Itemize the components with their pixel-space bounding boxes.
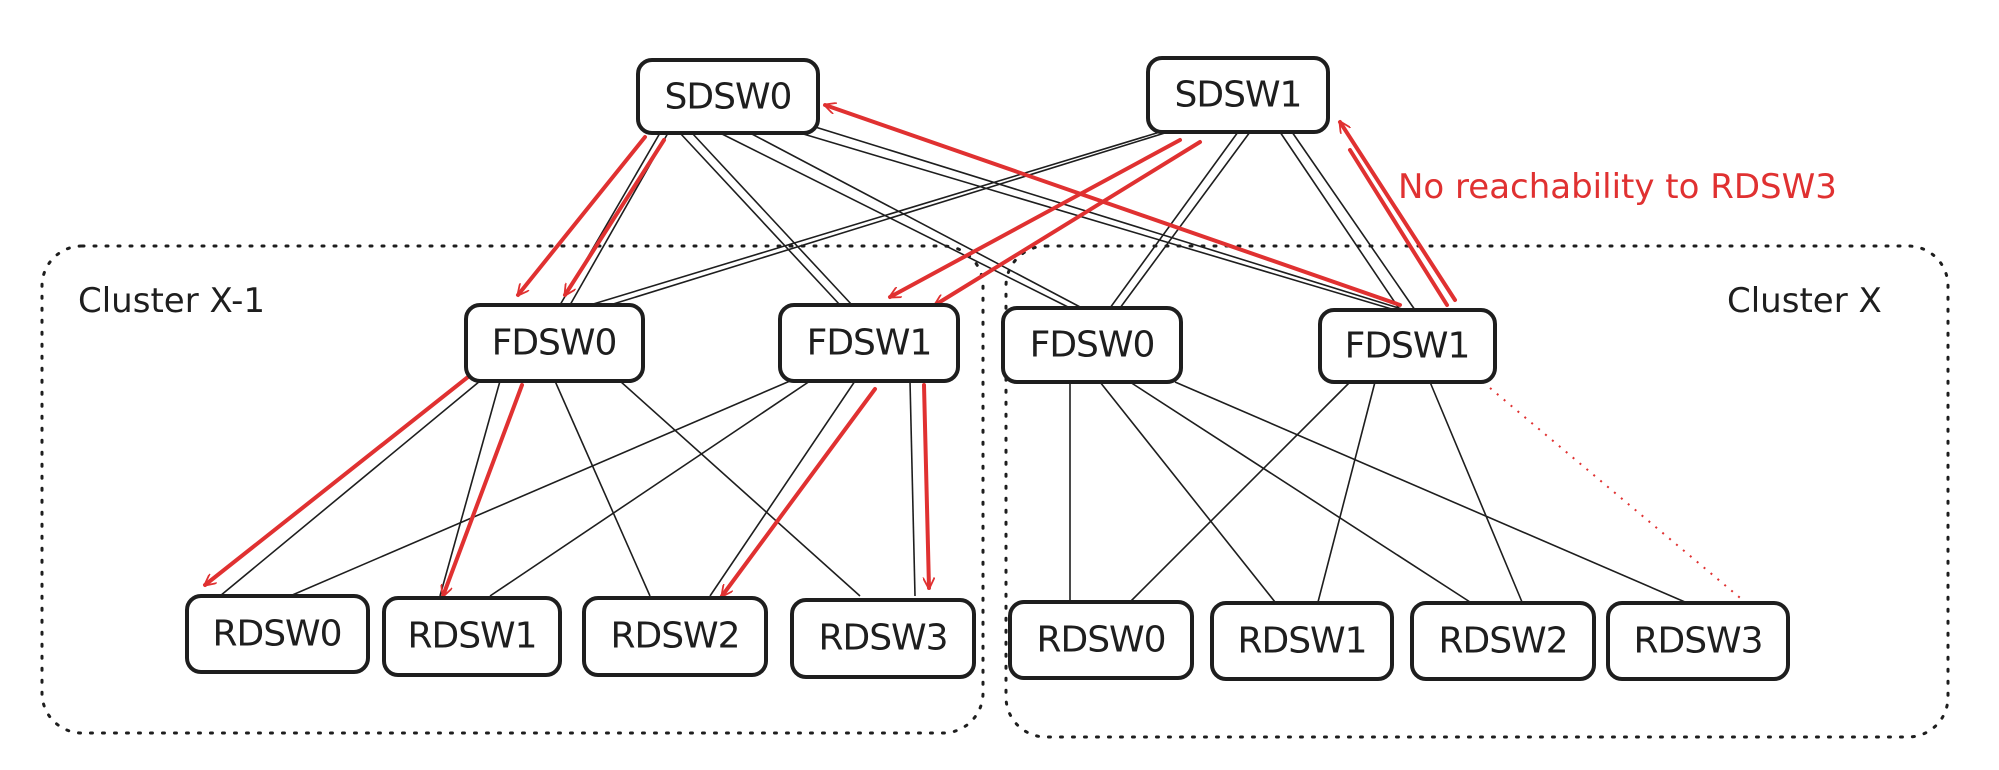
link: [1129, 381, 1471, 603]
node-box: [1410, 601, 1596, 681]
link: [691, 132, 853, 306]
path-fdsw1-to-sdsw1: [1338, 122, 1457, 302]
link: [619, 380, 861, 597]
link: [489, 380, 811, 597]
link: [1429, 381, 1523, 603]
link: [589, 131, 1161, 306]
node-box: [1008, 600, 1194, 680]
cluster-x-minus-1-label: Cluster X-1: [78, 281, 265, 321]
spine-fabric-links: [559, 125, 1416, 311]
node-label: RDSW0: [212, 614, 341, 655]
node-cluster-x-fdsw1[interactable]: FDSW1: [1318, 308, 1497, 384]
node-label: SDSW0: [665, 77, 792, 118]
node-label: RDSW2: [1438, 621, 1567, 662]
link: [1109, 131, 1239, 309]
node-cluster-x-minus-1-rdsw0[interactable]: RDSW0: [185, 594, 370, 674]
link: [749, 132, 1083, 309]
link: [799, 132, 1396, 311]
node-cluster-x-rdsw2[interactable]: RDSW2: [1410, 601, 1596, 681]
node-box: [790, 598, 976, 679]
node-cluster-x-rdsw0[interactable]: RDSW0: [1008, 600, 1194, 680]
link: [1279, 131, 1401, 311]
highlighted-paths: [205, 105, 1457, 596]
node-cluster-x-minus-1-rdsw2[interactable]: RDSW2: [582, 596, 768, 677]
link: [1129, 381, 1351, 603]
node-sdsw1[interactable]: SDSW1: [1146, 56, 1330, 134]
path-sdsw1-to-fdsw1: [890, 138, 1182, 299]
node-label: RDSW3: [818, 618, 947, 659]
link: [439, 380, 501, 597]
node-box: [464, 303, 645, 383]
node-box: [185, 594, 370, 674]
node-box: [1001, 306, 1183, 384]
broken-link-fdsw1-rdsw3: [1489, 387, 1746, 603]
path-sdsw0-to-fdsw0: [518, 135, 647, 295]
link: [709, 380, 856, 597]
link: [1317, 381, 1376, 603]
link: [1099, 381, 1276, 603]
cluster-x-label: Cluster X: [1727, 281, 1882, 321]
node-box: [778, 303, 960, 383]
link: [554, 380, 651, 597]
node-box: [636, 58, 820, 135]
link: [719, 132, 1071, 309]
link: [1291, 131, 1416, 311]
link: [909, 380, 916, 597]
cluster-x-fabric-rack-links: [1069, 381, 1746, 603]
node-label: SDSW1: [1175, 75, 1302, 116]
node-cluster-x-minus-1-rdsw1[interactable]: RDSW1: [382, 596, 562, 677]
node-label: RDSW2: [610, 616, 739, 657]
node-label: FDSW1: [807, 323, 932, 364]
node-label: RDSW3: [1633, 621, 1762, 662]
path-fdsw0-to-rdsw1: [443, 383, 524, 596]
node-box: [382, 596, 562, 677]
node-box: [1606, 601, 1790, 681]
node-cluster-x-rdsw1[interactable]: RDSW1: [1210, 601, 1394, 681]
node-label: FDSW0: [492, 323, 617, 364]
link: [811, 125, 1406, 311]
node-box: [582, 596, 768, 677]
path-sdsw0-to-fdsw0-double: [563, 138, 666, 295]
link: [1174, 381, 1686, 603]
node-label: FDSW0: [1030, 325, 1155, 366]
node-label: RDSW0: [1036, 620, 1165, 661]
cluster-x-minus-1-fabric-rack-links: [219, 380, 916, 597]
link: [219, 380, 481, 597]
link: [609, 131, 1169, 306]
node-cluster-x-rdsw3[interactable]: RDSW3: [1606, 601, 1790, 681]
node-box: [1210, 601, 1394, 681]
path-fdsw1-to-rdsw2: [720, 387, 877, 596]
node-label: FDSW1: [1345, 326, 1470, 367]
node-cluster-x-minus-1-fdsw1[interactable]: FDSW1: [778, 303, 960, 383]
link: [289, 380, 791, 597]
cluster-x-boundary: [1004, 244, 1950, 739]
link: [1119, 131, 1251, 309]
node-box: [1318, 308, 1497, 384]
path-fdsw1-to-sdsw0: [825, 105, 1402, 307]
node-cluster-x-fdsw0[interactable]: FDSW0: [1001, 306, 1183, 384]
node-sdsw0[interactable]: SDSW0: [636, 58, 820, 135]
node-box: [1146, 56, 1330, 134]
node-label: RDSW1: [1237, 621, 1366, 662]
node-cluster-x-minus-1-rdsw3[interactable]: RDSW3: [790, 598, 976, 679]
path-fdsw0-to-rdsw0: [205, 371, 475, 587]
link: [679, 132, 841, 306]
cluster-x-minus-1-boundary: [40, 244, 985, 735]
node-label: RDSW1: [407, 616, 536, 657]
path-fdsw1-to-sdsw1-double: [1348, 148, 1449, 307]
no-reachability-annotation: No reachability to RDSW3: [1398, 167, 1837, 207]
path-fdsw1-to-rdsw3: [922, 383, 929, 590]
node-cluster-x-minus-1-fdsw0[interactable]: FDSW0: [464, 303, 645, 383]
path-sdsw1-to-fdsw1-double: [935, 140, 1202, 307]
